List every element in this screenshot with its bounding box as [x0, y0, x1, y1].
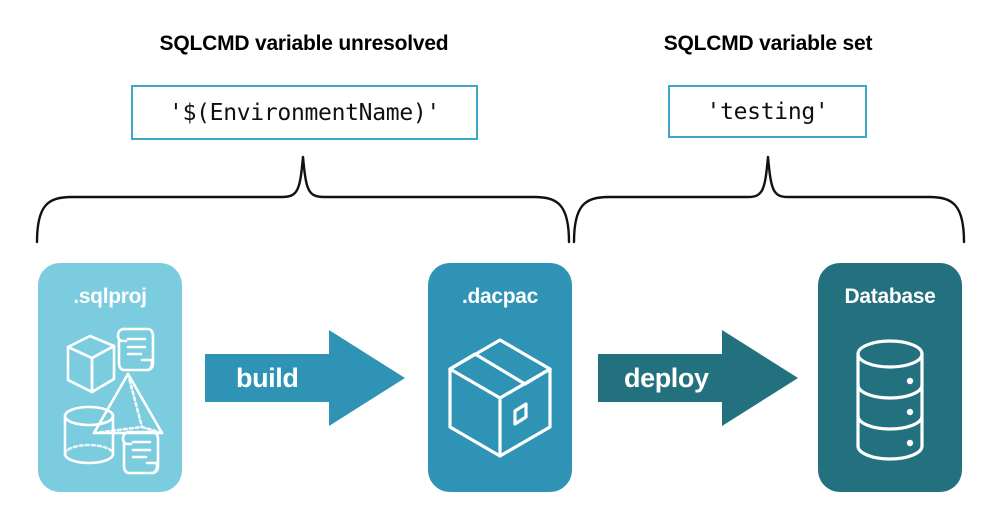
arrow-deploy-icon	[598, 330, 798, 426]
stage-card-sqlproj-label: .sqlproj	[73, 285, 147, 308]
sqlcmd-variable-set-box: 'testing'	[668, 85, 867, 138]
stage-card-database-label: Database	[844, 285, 936, 308]
brace-left-icon	[35, 155, 571, 244]
annotation-heading-left: SQLCMD variable unresolved	[159, 32, 449, 55]
cube-icon	[66, 334, 116, 394]
annotation-heading-right: SQLCMD variable set	[663, 32, 873, 55]
stage-card-dacpac[interactable]: .dacpac	[428, 263, 572, 492]
arrow-deploy-label: deploy	[624, 362, 709, 393]
package-box-icon	[448, 338, 552, 458]
stage-card-database[interactable]: Database	[818, 263, 962, 492]
arrow-build-icon	[205, 330, 405, 426]
cylinder-icon	[63, 405, 115, 465]
sqlproj-object-icons	[63, 327, 164, 475]
stage-card-sqlproj[interactable]: .sqlproj	[38, 263, 182, 492]
scroll-icon	[116, 327, 155, 372]
arrow-build: build	[205, 326, 405, 430]
sqlcmd-variable-unresolved-box: '$(EnvironmentName)'	[131, 85, 478, 140]
arrow-deploy: deploy	[598, 326, 798, 430]
database-cylinder-icon	[856, 339, 924, 461]
scroll-icon	[121, 430, 160, 475]
arrow-build-label: build	[236, 362, 299, 393]
brace-right-icon	[572, 155, 966, 244]
stage-card-dacpac-label: .dacpac	[461, 285, 539, 308]
